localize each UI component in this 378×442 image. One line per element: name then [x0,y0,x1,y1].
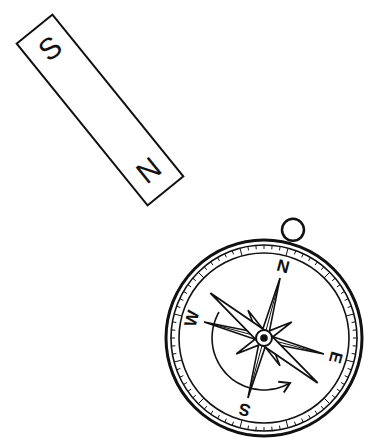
scale-tick [180,299,184,301]
scale-tick [352,321,356,323]
scale-tick [211,411,213,414]
scale-tick [177,306,181,307]
scale-tick [353,338,357,339]
scale-tick [218,257,220,260]
scale-tick [309,415,311,418]
needle-pivot [256,330,272,346]
scale-tick [247,246,249,250]
scale-tick [193,395,196,398]
scale-tick [171,345,175,346]
scale-tick [188,389,191,391]
bar-magnet: SN [15,13,184,206]
scale-tick [353,329,357,330]
scale-tick [348,368,352,369]
scale-tick [309,257,311,260]
scale-tick [188,285,191,287]
scale-tick [271,427,272,431]
compass-rim [166,240,362,436]
scale-tick [345,376,349,378]
scale-tick [279,246,281,250]
rose-ridge [264,278,280,338]
scale-tick [204,406,207,409]
pole-letter: N [131,152,167,189]
scale-tick [332,395,335,398]
scale-tick [183,383,186,385]
scale-tick [198,398,204,404]
scale-tick [279,426,281,430]
scale-tick [346,314,354,316]
scale-tick [321,406,324,409]
compass-ring [282,219,304,241]
scale-tick [271,245,272,249]
scale-tick [348,306,352,307]
compass-rose [204,278,324,398]
compass-needle [210,293,317,383]
scale-tick [294,422,295,426]
scale-tick [240,420,242,428]
scale-tick [183,292,186,294]
scale-tick [232,422,233,426]
scale-tick [302,419,304,423]
scale-tick [341,383,344,385]
scale-tick [332,278,335,281]
scale-tick [286,420,288,428]
scale-tick [286,248,288,256]
scale-tick [264,427,265,431]
scale-tick [174,360,182,362]
scale-tick [240,248,242,256]
scale-tick [172,353,176,355]
scale-tick [172,321,176,323]
scale-tick [353,345,357,346]
scale-tick [315,411,317,414]
pivot-dot [261,335,267,341]
scale-tick [352,353,356,355]
scale-tick [324,398,330,404]
scale-tick [225,419,227,423]
scale-tick [171,329,175,330]
scale-tick [171,338,175,339]
arc-arrowhead [278,382,290,393]
scale-tick [321,267,324,270]
scale-tick [345,299,349,301]
scale-tick [180,376,184,378]
scale-tick [193,278,196,281]
scale-tick [218,415,220,418]
scale-tick [315,262,317,265]
scale-tick [198,272,204,278]
scale-tick [255,427,256,431]
scale-tick [247,426,249,430]
scale-tick [177,368,181,369]
scale-tick [302,254,304,258]
scale-tick [341,292,344,294]
pole-letter: S [33,31,67,67]
scale-tick [337,389,340,391]
scale-inner [179,253,349,423]
scale-tick [346,360,354,362]
scale-tick [174,314,182,316]
scale-tick [337,285,340,287]
scale-tick [294,251,295,255]
scale-tick [255,245,256,249]
scale-tick [324,272,330,278]
scale-tick [232,251,233,255]
scale-outer [171,245,357,431]
scale-tick [225,254,227,258]
scale-tick [204,267,207,270]
scale-tick [264,245,265,249]
scale-tick [211,262,213,265]
